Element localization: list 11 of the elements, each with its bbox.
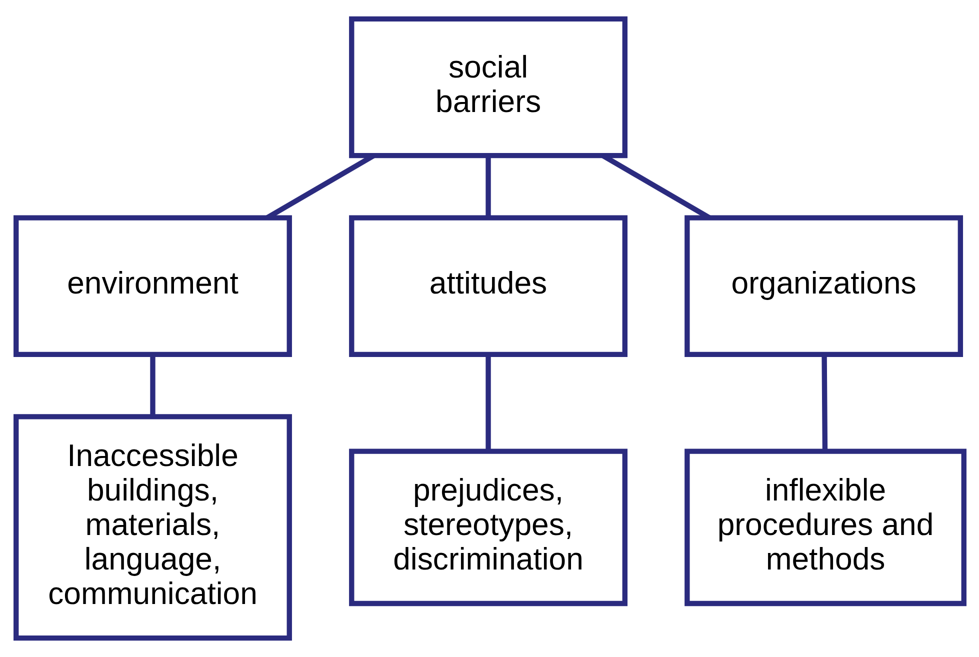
connector [150, 354, 155, 417]
node-box: attitudes [348, 215, 627, 358]
connector [485, 354, 490, 451]
node-box: organizations [684, 215, 963, 358]
node-box: prejudices, stereotypes, discrimination [348, 448, 627, 606]
node-box: social barriers [348, 16, 627, 158]
node-box: Inaccessible buildings, materials, language, communication [13, 414, 292, 641]
node-box: inflexible procedures and methods [684, 448, 966, 606]
connector [485, 156, 490, 218]
node-box: environment [13, 215, 292, 358]
connector [821, 354, 828, 451]
